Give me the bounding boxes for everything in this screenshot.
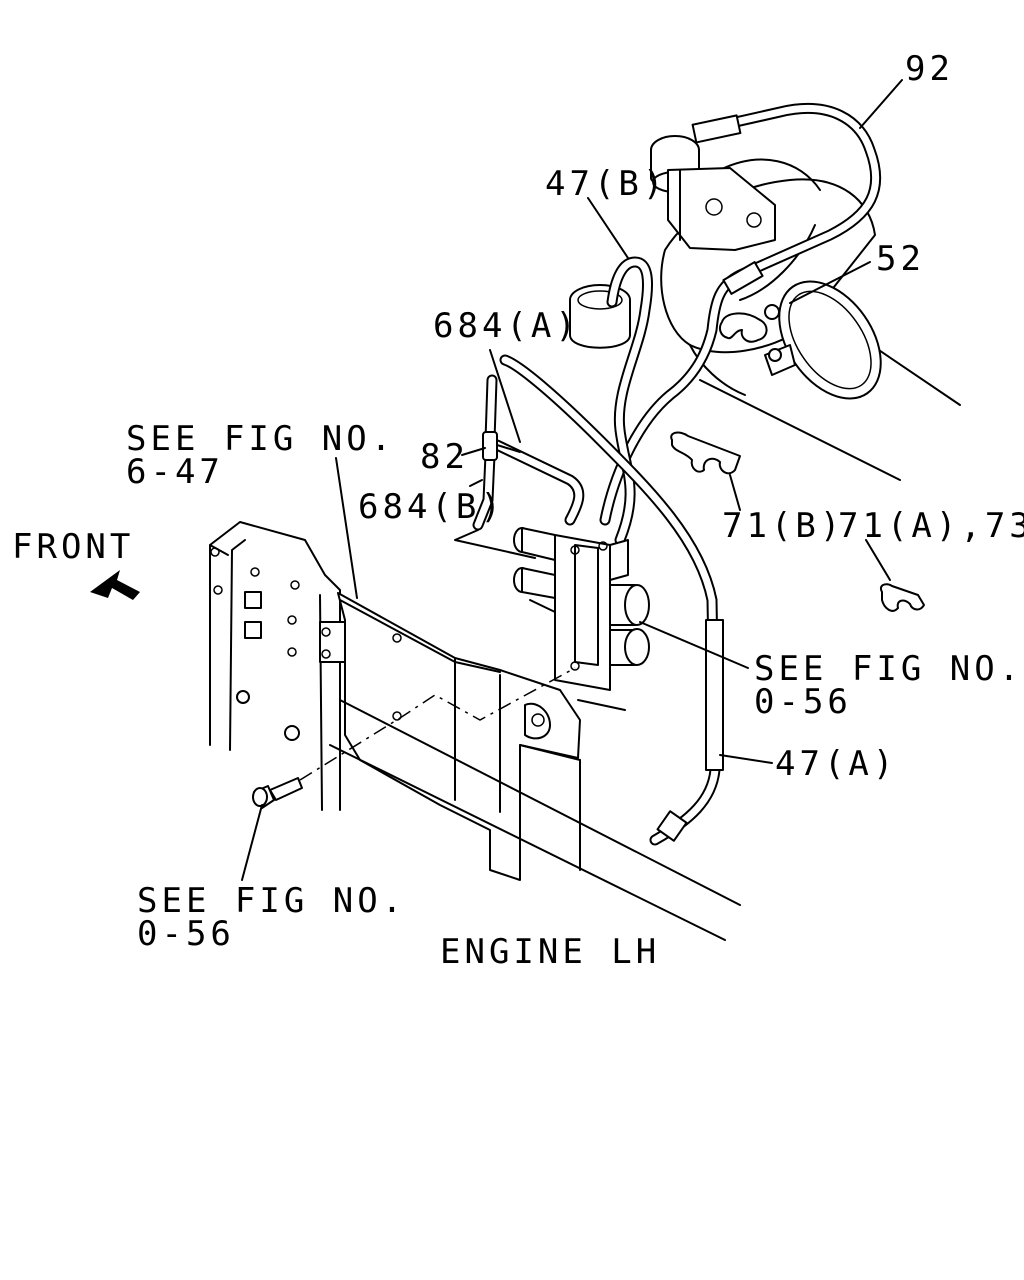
solenoid-valve-block	[513, 527, 650, 691]
see-fig-6-47-line1: SEE FIG NO.	[126, 419, 395, 459]
clip-71b	[670, 431, 741, 475]
see-fig-6-47-line2: 6-47	[126, 452, 224, 492]
label-part-82: 82	[420, 437, 469, 477]
leader-lines	[241, 79, 903, 881]
see-fig-0-56-bottom-line2: 0-56	[137, 914, 235, 954]
label-part-684a: 684(A)	[433, 306, 580, 346]
label-part-52: 52	[876, 239, 925, 279]
arrow-front-icon	[90, 570, 140, 600]
bolt	[252, 777, 303, 809]
hoses-684	[472, 374, 585, 531]
bolt-centerline	[299, 667, 576, 781]
see-fig-0-56-right-line1: SEE FIG NO.	[754, 649, 1023, 689]
hose-92	[599, 102, 882, 526]
see-fig-0-56-right-line2: 0-56	[754, 682, 852, 722]
label-part-71b: 71(B)	[722, 506, 844, 546]
label-part-92: 92	[905, 49, 954, 89]
frame-bracket	[209, 521, 741, 941]
hose-47a	[499, 354, 724, 846]
label-engine-lh: ENGINE LH	[440, 932, 660, 972]
label-part-47a: 47(A)	[775, 744, 897, 784]
see-fig-0-56-bottom-line1: SEE FIG NO.	[137, 881, 406, 921]
label-part-71a-73: 71(A),73	[838, 506, 1024, 546]
clip-71a-73	[880, 583, 925, 612]
turbo-assembly	[650, 135, 961, 481]
label-front: FRONT	[12, 527, 134, 567]
label-part-684b: 684(B)	[358, 487, 505, 527]
label-part-47b: 47(B)	[545, 164, 667, 204]
clip-52	[719, 304, 780, 343]
